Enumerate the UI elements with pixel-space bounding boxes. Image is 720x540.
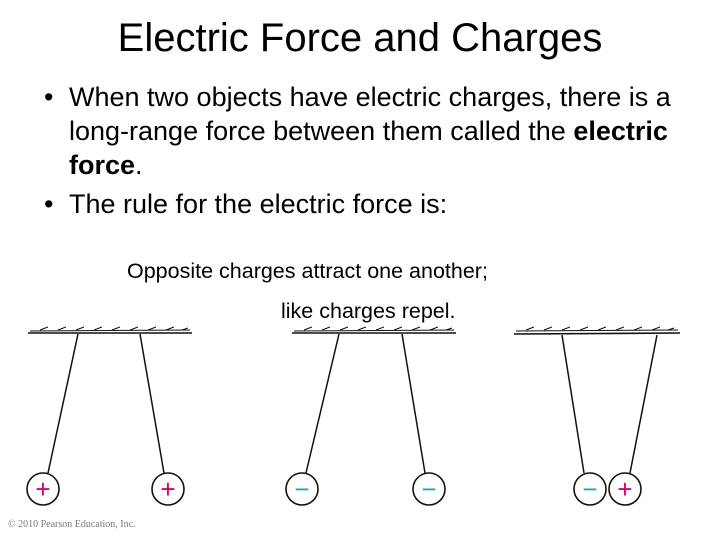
thread [561,334,585,474]
pendulum-pair-repel-negative: − − [285,326,456,506]
bullet-rule: The rule for the electric force is: [44,187,694,221]
ceiling-support [513,326,681,335]
thread [401,333,426,474]
rule-like-repel: like charges repel. [281,299,456,323]
charged-ball [608,472,642,506]
charged-ball [573,472,607,506]
bullet-list: When two objects have electric charges, … [44,80,694,221]
thread [47,333,79,474]
charge-sign: − [294,474,309,504]
slide-title: Electric Force and Charges [117,16,603,60]
bullet-electric-force: When two objects have electric charges, … [44,80,694,182]
ceiling-support [292,326,456,334]
rule-opposite-attract: Opposite charges attract one another; [127,259,488,283]
charged-ball [151,472,185,506]
electric-force-term: electric force [69,116,668,180]
charge-sign: − [582,474,597,504]
bullet1-text: When two objects have electric charges, … [69,82,671,146]
thread [305,333,340,474]
charged-ball [412,472,446,506]
pendulum-diagram: + + − − − + [26,326,681,506]
pendulum-pair-attract: − + [513,326,681,506]
pendulum-pair-repel-positive: + + [26,326,192,506]
bullet1-period: . [135,150,143,180]
charge-sign: + [617,474,632,504]
charge-sign: + [160,474,175,504]
charged-ball [285,472,319,506]
charged-ball [26,472,60,506]
thread [629,334,658,474]
charge-sign: + [35,474,50,504]
charge-sign: − [421,474,436,504]
copyright-notice: © 2010 Pearson Education, Inc. [8,519,136,530]
thread [139,333,165,474]
ceiling-support [28,326,192,334]
